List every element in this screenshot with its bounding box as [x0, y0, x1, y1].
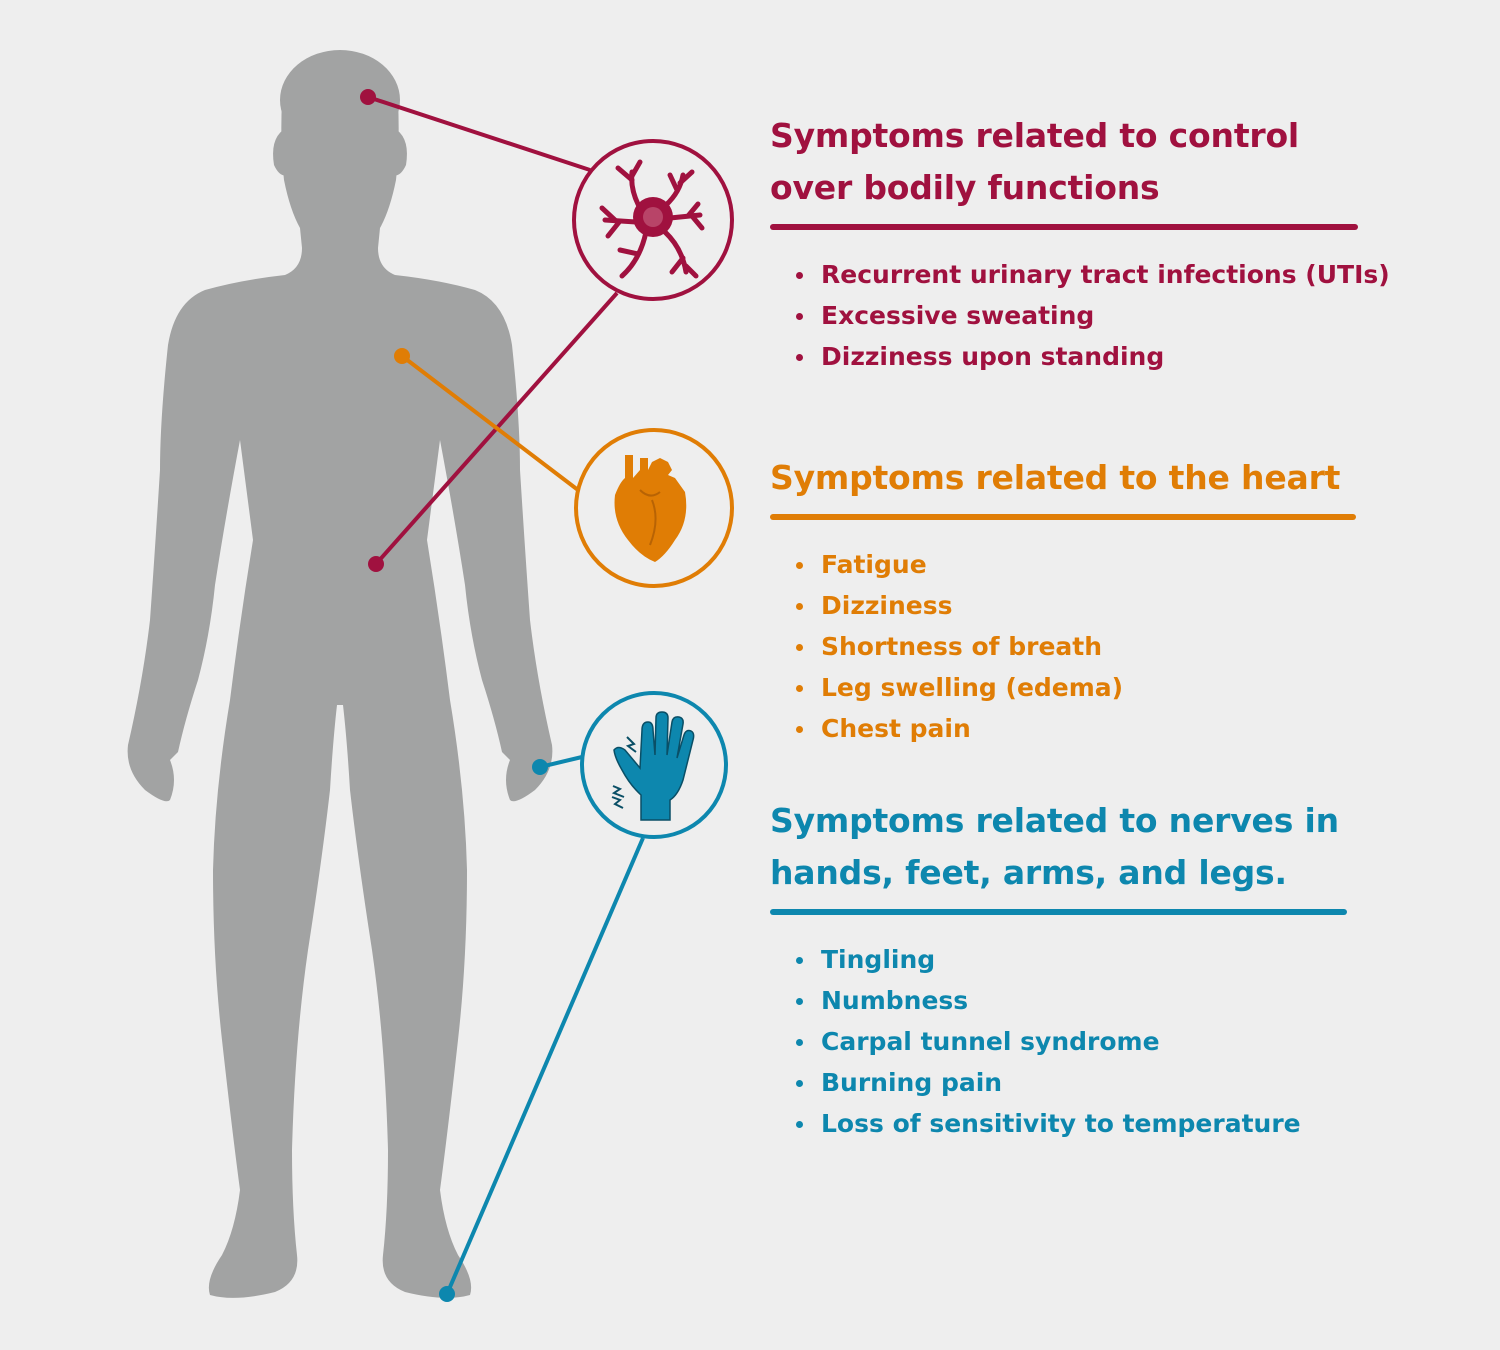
- bullet-dot: [796, 1121, 803, 1128]
- marker-hand: [532, 759, 548, 775]
- bullet-dot: [796, 1039, 803, 1046]
- list-item: Recurrent urinary tract infections (UTIs…: [796, 254, 1390, 295]
- section-nerves: Symptoms related to nerves in hands, fee…: [770, 795, 1370, 1144]
- section-autonomic: Symptoms related to control over bodily …: [770, 110, 1390, 377]
- list-item: Loss of sensitivity to temperature: [796, 1103, 1370, 1144]
- bullet-dot: [796, 1080, 803, 1087]
- list-item: Leg swelling (edema): [796, 667, 1370, 708]
- list-item: Fatigue: [796, 544, 1370, 585]
- section-heart-list: Fatigue Dizziness Shortness of breath Le…: [770, 544, 1370, 749]
- bullet-dot: [796, 998, 803, 1005]
- marker-foot: [439, 1286, 455, 1302]
- section-heart-title: Symptoms related to the heart: [770, 458, 1341, 497]
- section-nerves-divider: [770, 909, 1347, 915]
- section-heart: Symptoms related to the heart Fatigue Di…: [770, 452, 1370, 749]
- section-heart-divider: [770, 514, 1356, 520]
- section-autonomic-divider: [770, 224, 1358, 230]
- neuron-icon: [572, 139, 734, 301]
- list-item: Excessive sweating: [796, 295, 1370, 336]
- section-nerves-list: Tingling Numbness Carpal tunnel syndrome…: [770, 939, 1370, 1144]
- connector-nerves: [445, 755, 645, 1295]
- human-silhouette: [127, 50, 553, 1298]
- connector-heart: [400, 354, 580, 492]
- bullet-dot: [796, 644, 803, 651]
- bullet-dot: [796, 354, 803, 361]
- marker-abdomen: [368, 556, 384, 572]
- list-item: Chest pain: [796, 708, 1370, 749]
- list-item: Numbness: [796, 980, 1370, 1021]
- section-autonomic-title: Symptoms related to control over bodily …: [770, 116, 1300, 207]
- section-nerves-title: Symptoms related to nerves in hands, fee…: [770, 801, 1339, 892]
- list-item: Carpal tunnel syndrome: [796, 1021, 1370, 1062]
- marker-chest: [394, 348, 410, 364]
- bullet-dot: [796, 603, 803, 610]
- bullet-dot: [796, 272, 803, 279]
- bullet-dot: [796, 562, 803, 569]
- list-item: Dizziness upon standing: [796, 336, 1370, 377]
- section-autonomic-list: Recurrent urinary tract infections (UTIs…: [770, 254, 1390, 377]
- heart-icon: [574, 428, 734, 588]
- bullet-dot: [796, 726, 803, 733]
- list-item: Dizziness: [796, 585, 1370, 626]
- list-item: Burning pain: [796, 1062, 1370, 1103]
- bullet-dot: [796, 685, 803, 692]
- list-item: Shortness of breath: [796, 626, 1370, 667]
- bullet-dot: [796, 957, 803, 964]
- hand-tingling-icon: [580, 691, 728, 839]
- list-item: Tingling: [796, 939, 1370, 980]
- marker-head: [360, 89, 376, 105]
- bullet-dot: [796, 313, 803, 320]
